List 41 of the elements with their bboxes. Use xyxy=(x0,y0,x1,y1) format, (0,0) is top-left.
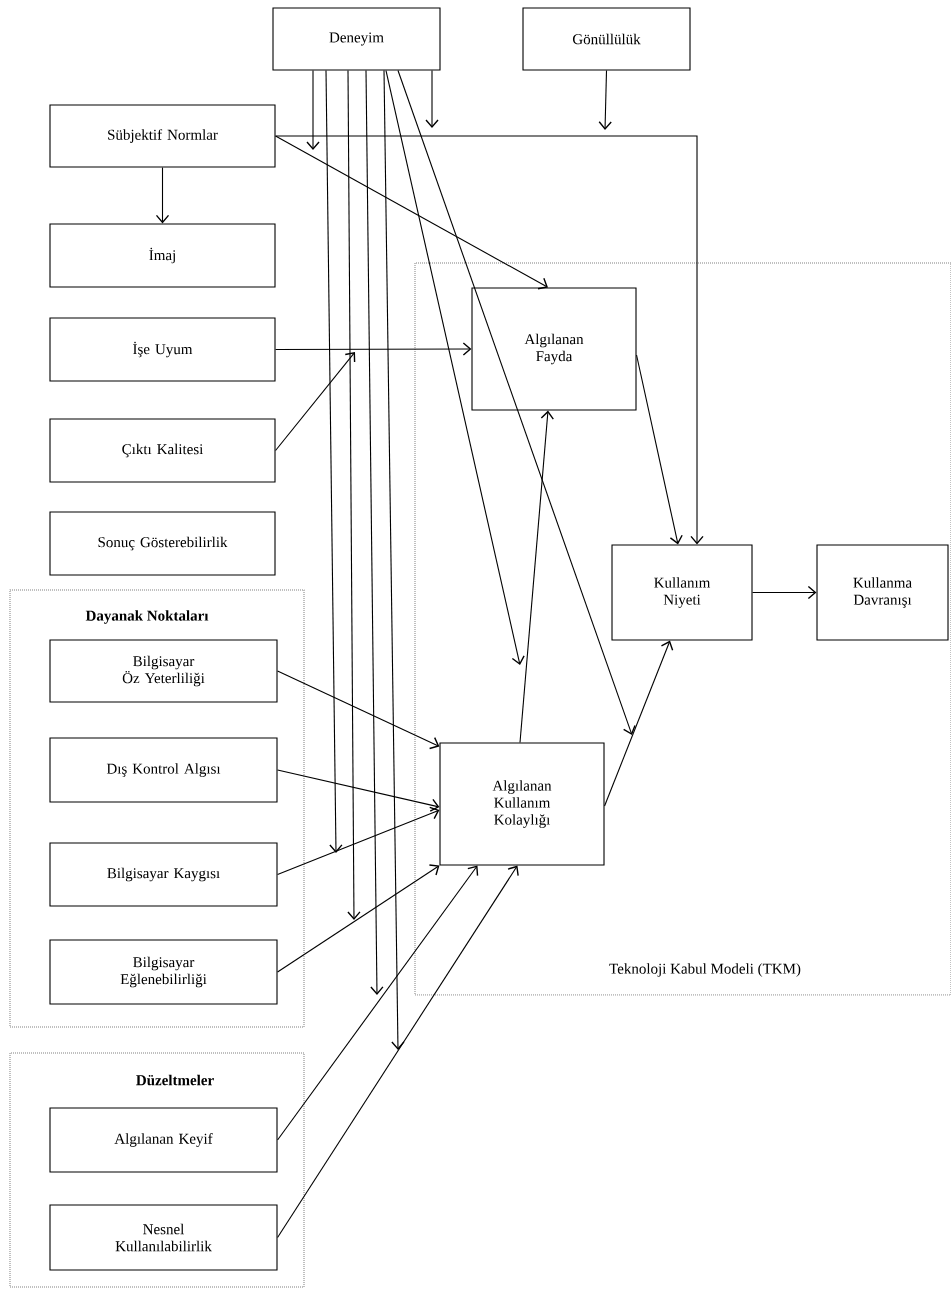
arrow xyxy=(155,167,170,224)
arrow xyxy=(347,70,361,920)
arrow xyxy=(598,70,612,130)
box: Kullanım Niyeti xyxy=(611,544,753,641)
box: Bilgisayar Öz Yeterliliği xyxy=(49,639,278,703)
box: Nesnel Kullanılabilirlik xyxy=(49,1204,278,1271)
arrow xyxy=(365,70,384,995)
arrow xyxy=(325,70,343,853)
arrow xyxy=(385,70,525,665)
box: Gönüllülük xyxy=(522,7,691,71)
arrow xyxy=(636,354,683,545)
box: Sübjektif Normlar xyxy=(49,104,276,168)
arrow xyxy=(277,769,440,812)
box: Dış Kontrol Algısı xyxy=(49,737,278,803)
box: Bilgisayar Eğlenebilirliği xyxy=(49,939,278,1005)
box: Algılanan Keyif xyxy=(49,1107,278,1173)
arrow xyxy=(275,342,472,356)
arrow xyxy=(519,410,554,743)
arrow xyxy=(306,70,320,150)
box: Algılanan Fayda xyxy=(471,287,637,411)
arrow xyxy=(604,640,674,807)
arrow xyxy=(275,135,548,290)
arrow xyxy=(277,865,519,1239)
arrow xyxy=(275,352,356,452)
arrow xyxy=(277,670,440,750)
box: Sonuç Gösterebilirlik xyxy=(49,511,276,576)
box: Deneyim xyxy=(272,7,441,71)
box: İmaj xyxy=(49,223,276,288)
arrow xyxy=(425,70,439,128)
box: Çıktı Kalitesi xyxy=(49,418,276,483)
arrow xyxy=(277,806,440,876)
box: Kullanma Davranışı xyxy=(816,544,949,641)
arrow xyxy=(383,70,405,1050)
box: Bilgisayar Kaygısı xyxy=(49,842,278,907)
arrow xyxy=(277,865,479,1141)
box: İşe Uyum xyxy=(49,317,276,382)
arrow xyxy=(275,135,704,545)
box: Algılanan Kullanım Kolaylığı xyxy=(439,742,605,866)
arrow xyxy=(277,864,440,973)
arrow xyxy=(752,585,817,600)
arrow xyxy=(397,70,636,735)
